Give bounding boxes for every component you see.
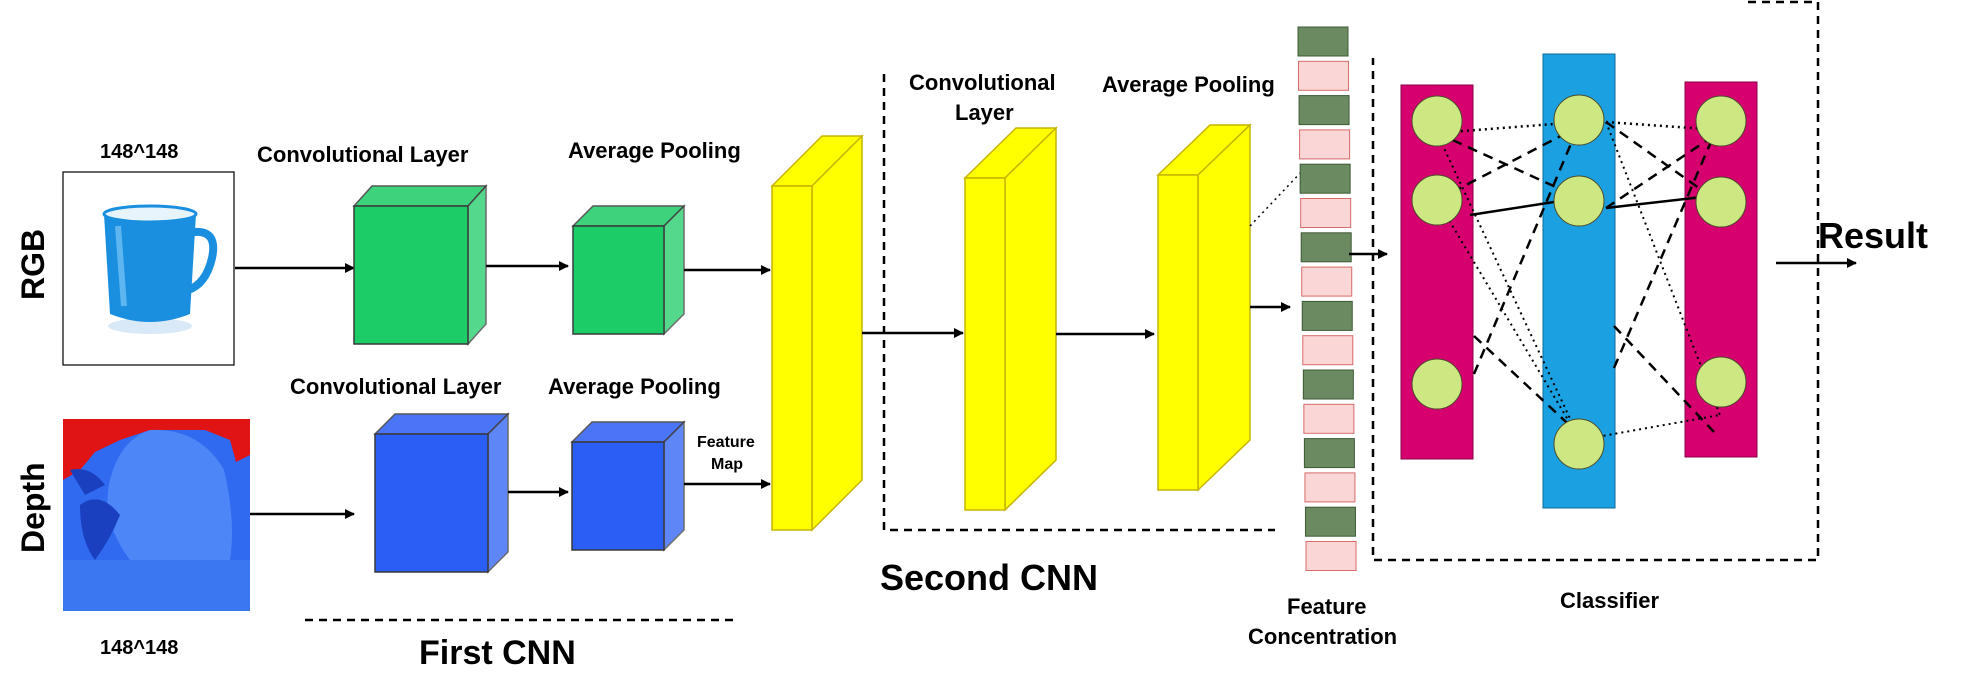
feature-cell-dark [1297, 26, 1349, 57]
rgb-image [62, 171, 235, 366]
feature-cell-light [1304, 472, 1356, 503]
feature-cell-light [1301, 266, 1353, 297]
feature-cell-dark [1303, 438, 1355, 469]
second-conv-block [963, 126, 1058, 512]
neuron-hidden-3 [1553, 418, 1605, 470]
depth-image [63, 419, 250, 611]
feature-cell-light [1303, 403, 1355, 434]
feature-map-label-line2: Map [711, 456, 743, 473]
conv-block-green [352, 184, 488, 346]
neuron-out-3 [1695, 356, 1747, 408]
feature-cell-light [1302, 335, 1354, 366]
depth-label: Depth [15, 462, 51, 553]
neuron-out-2 [1695, 176, 1747, 228]
first-cnn-title: First CNN [419, 634, 576, 672]
classifier-connections [1436, 120, 1721, 441]
feature-concentration-label-line2: Concentration [1248, 624, 1397, 649]
feature-map-block [770, 134, 864, 532]
mug-icon [104, 214, 196, 322]
result-label: Result [1818, 215, 1928, 256]
feature-cell-dark [1298, 95, 1350, 126]
classifier-neurons [1411, 94, 1747, 470]
feature-cell-light [1305, 541, 1357, 571]
rgb-label: RGB [15, 229, 51, 300]
neuron-hidden-2 [1553, 175, 1605, 227]
second-cnn-title: Second CNN [880, 557, 1098, 598]
conv-layer-label-bottom: Convolutional Layer [290, 374, 502, 399]
neuron-in-1 [1411, 95, 1463, 147]
feature-cell-dark [1301, 300, 1353, 331]
neuron-in-2 [1411, 174, 1463, 226]
second-pool-block [1156, 123, 1252, 492]
neuron-out-1 [1695, 95, 1747, 147]
feature-concentration-column [1297, 26, 1357, 571]
feature-cell-dark [1302, 369, 1354, 400]
second-cnn-dashed-border [882, 74, 1275, 532]
depth-size-label: 148^148 [100, 637, 178, 659]
pool-block-green [571, 204, 686, 336]
classifier-label: Classifier [1560, 588, 1659, 613]
classifier-dashed-border [1371, 0, 1820, 562]
feature-cell-light [1298, 60, 1350, 91]
feature-cell-light [1300, 198, 1352, 228]
second-cnn-pool-label: Average Pooling [1102, 72, 1275, 97]
rgb-size-label: 148^148 [100, 141, 178, 163]
second-cnn-conv-label-line1: Convolutional [909, 70, 1056, 95]
feature-cell-dark [1304, 506, 1356, 537]
feature-cell-dark [1300, 232, 1352, 263]
pool-block-blue [570, 420, 686, 552]
feature-cell-light [1299, 129, 1351, 160]
conv-layer-label-top: Convolutional Layer [257, 142, 469, 167]
neuron-hidden-1 [1553, 94, 1605, 146]
second-cnn-conv-label-line2: Layer [955, 100, 1014, 125]
pool-to-concat-dotted [1249, 167, 1306, 227]
avg-pool-label-top: Average Pooling [568, 138, 741, 163]
feature-cell-dark [1299, 163, 1351, 194]
feature-map-label-line1: Feature [697, 434, 755, 451]
neuron-in-3 [1411, 358, 1463, 410]
avg-pool-label-bottom: Average Pooling [548, 374, 721, 399]
conv-block-blue [373, 412, 510, 574]
feature-concentration-label-line1: Feature [1287, 594, 1366, 619]
